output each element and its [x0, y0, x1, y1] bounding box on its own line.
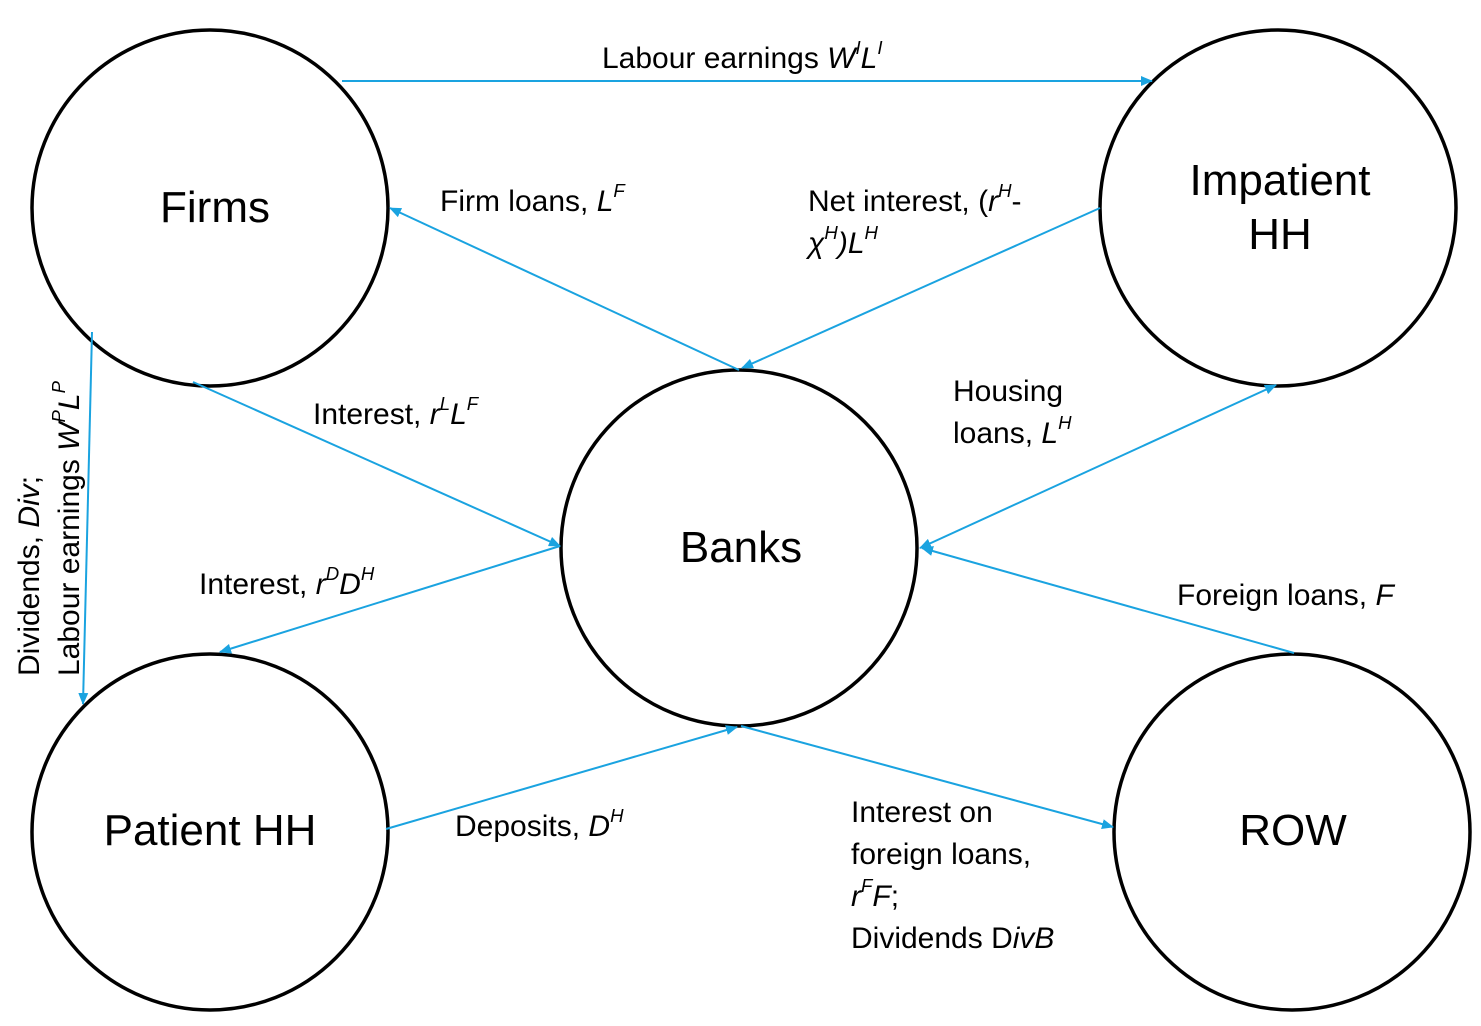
- label-interest-deposits: Interest, rDDH: [199, 563, 375, 601]
- patient-hh-label: Patient HH: [103, 806, 317, 855]
- patient-hh-node: [30, 652, 390, 1012]
- arrow-net-interest: [741, 207, 1101, 369]
- row-node: [1112, 652, 1472, 1012]
- arrow-interest-firms: [192, 381, 561, 547]
- firms-node: [30, 28, 390, 388]
- label-dividends-patient: Dividends, Div; Labour earnings WPLP: [13, 381, 86, 676]
- arrow-firm-loans: [389, 207, 740, 371]
- label-firm-loans: Firm loans, LF: [440, 180, 625, 218]
- label-interest-foreign: Interest on foreign loans, rFF; Dividend…: [851, 796, 1055, 955]
- label-labour-impatient: Labour earnings WILI: [602, 37, 883, 75]
- label-deposits: Deposits, DH: [455, 805, 624, 843]
- arrow-housing-loans: [919, 384, 1277, 549]
- label-foreign-loans: Foreign loans, F: [1177, 579, 1394, 612]
- impatient-hh-label-line2: HH: [1248, 210, 1312, 259]
- label-housing-loans: Housing loans, LH: [953, 375, 1072, 450]
- label-interest-firms: Interest, rLLF: [313, 393, 479, 431]
- arrow-deposits: [385, 725, 738, 830]
- label-net-interest: Net interest, (rH- χH)LH: [808, 180, 1022, 260]
- arrow-dividends-patient: [78, 331, 93, 705]
- firms-label: Firms: [160, 183, 270, 232]
- arrow-interest-foreign: [740, 725, 1114, 829]
- impatient-hh-label: Impatient HH: [1190, 154, 1371, 262]
- arrow-foreign-loans: [921, 546, 1295, 654]
- impatient-hh-label-line1: Impatient: [1189, 156, 1371, 205]
- row-label: ROW: [1239, 806, 1347, 855]
- banks-label: Banks: [679, 523, 803, 572]
- arrow-interest-deposits: [219, 545, 561, 654]
